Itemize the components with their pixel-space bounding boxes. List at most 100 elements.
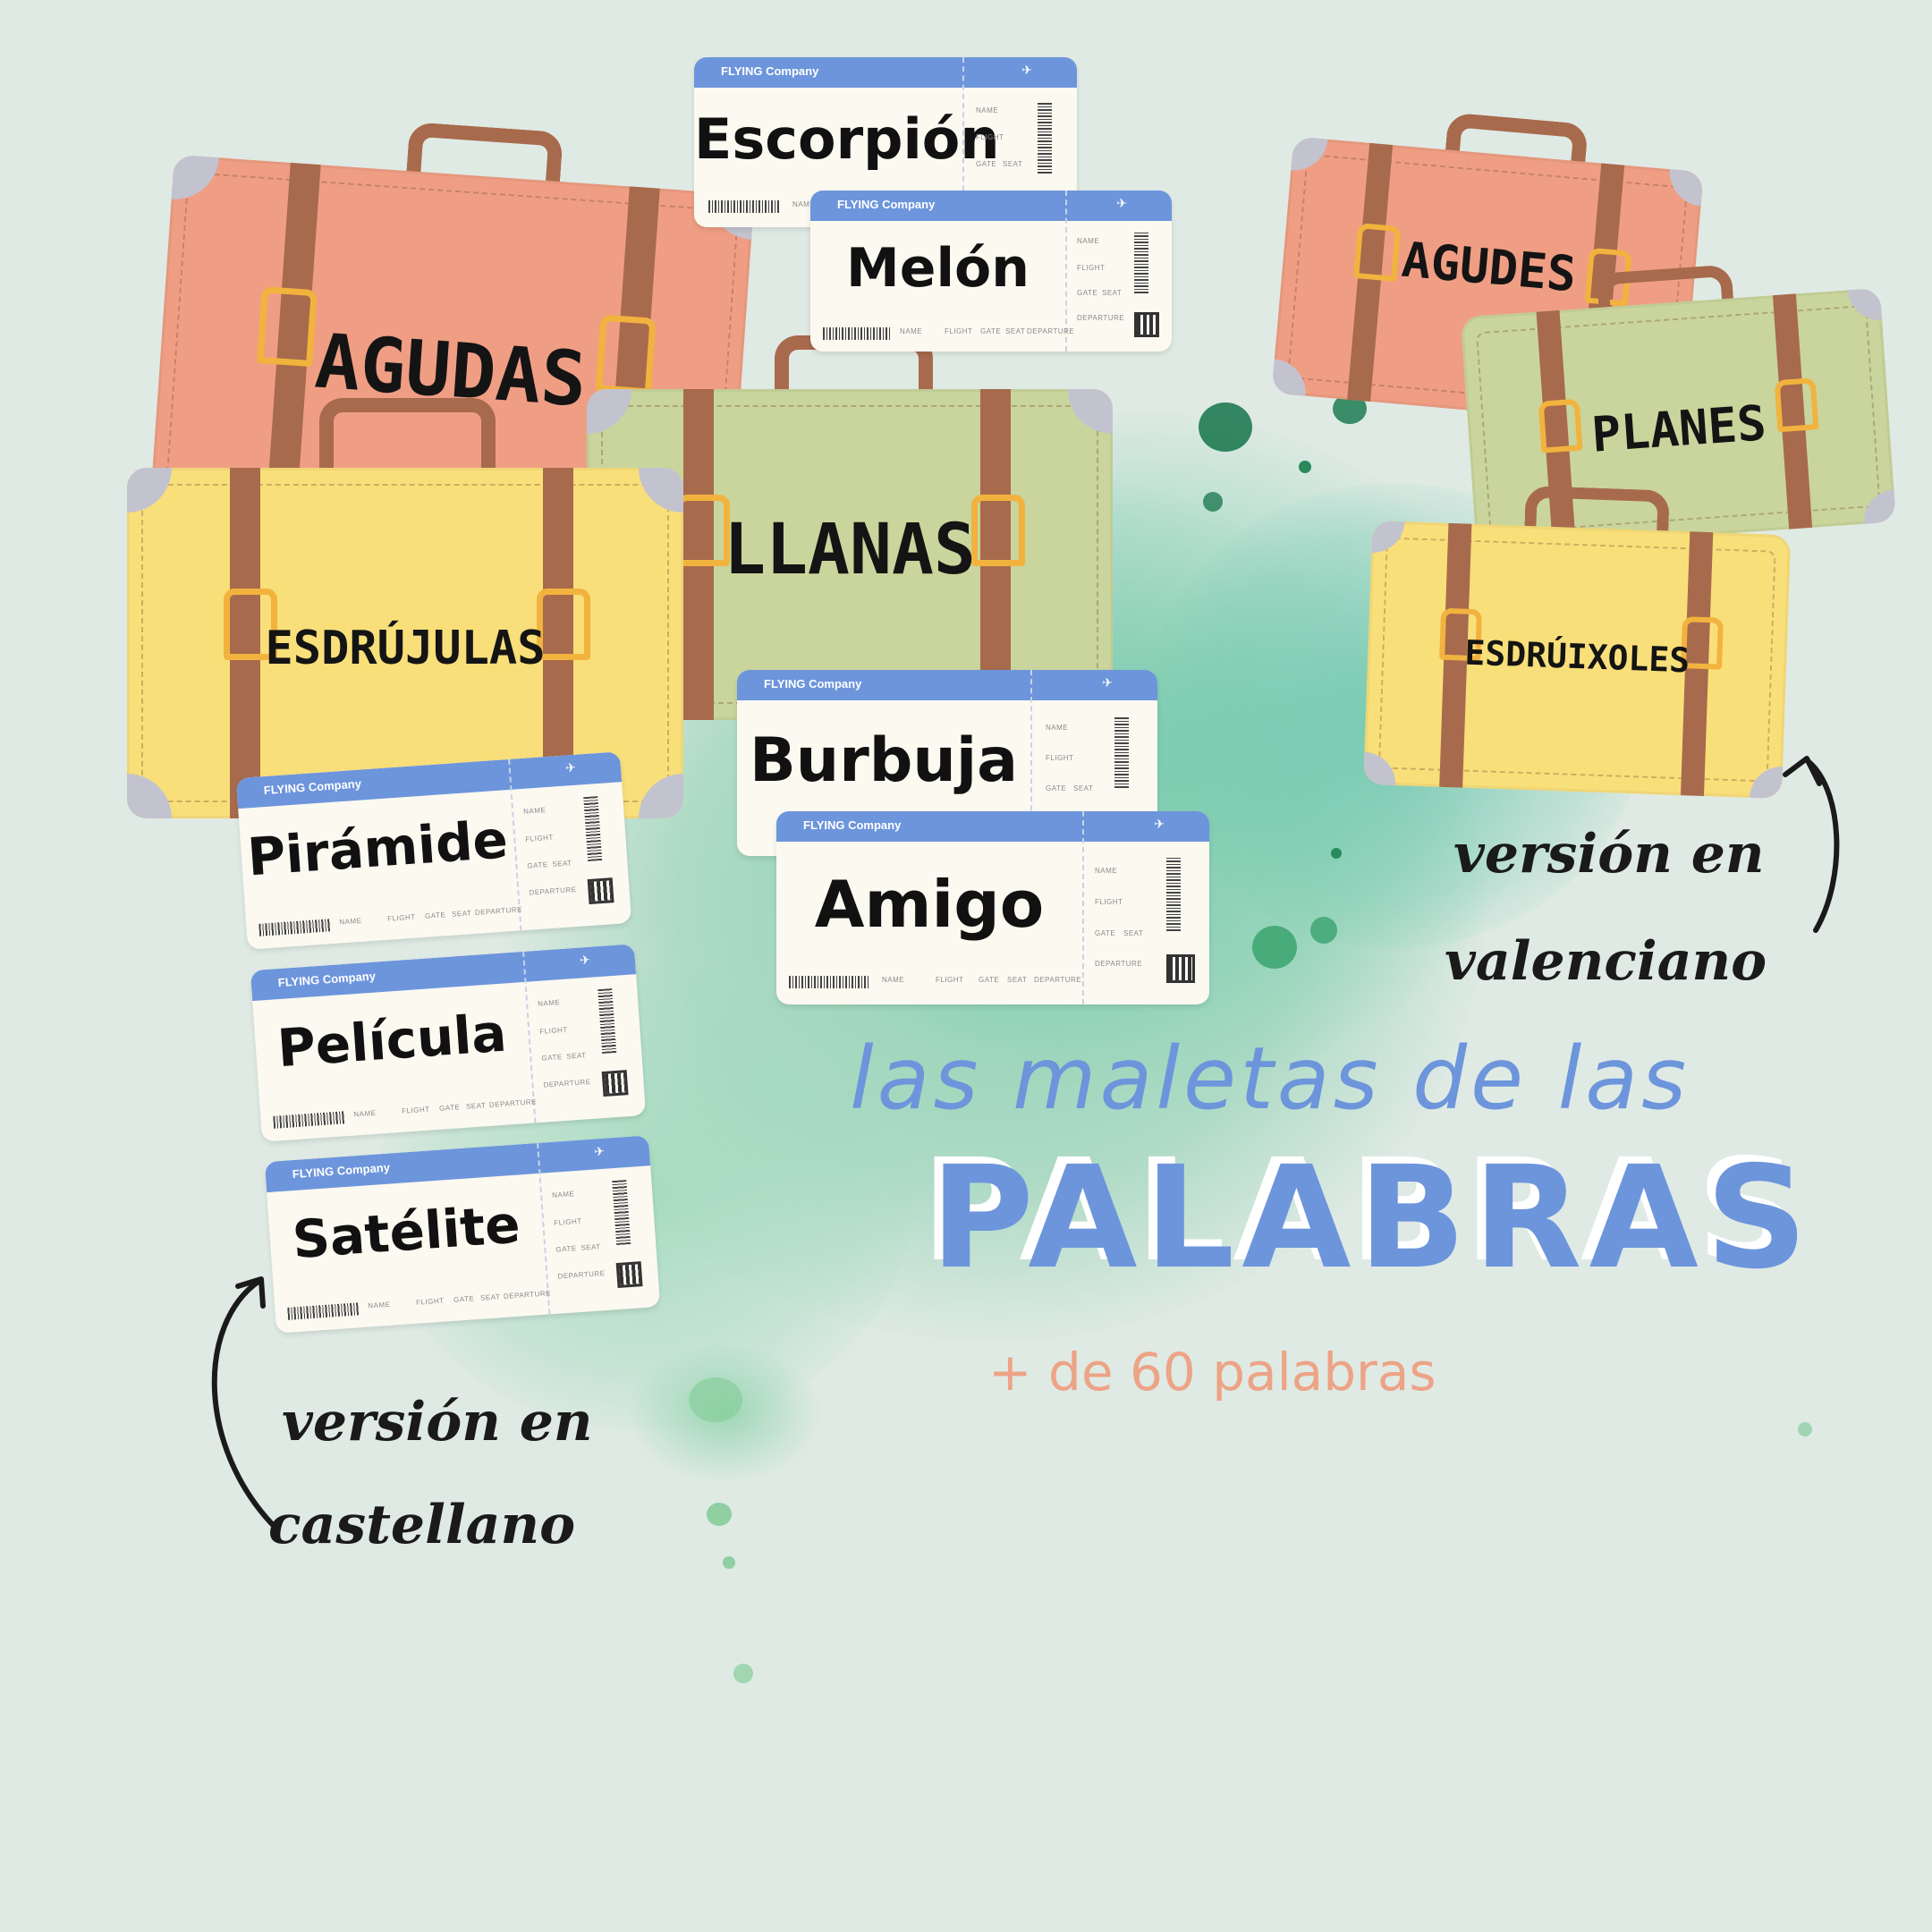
- ticket-seat-label: SEAT: [1102, 289, 1123, 297]
- buckle-icon: [537, 589, 590, 660]
- qr-code-icon: [601, 1070, 629, 1097]
- ticket-header: FLYING Company ✈: [694, 57, 1077, 88]
- ticket-flight-label: FLIGHT: [401, 1105, 430, 1115]
- title-line1: las maletas de las: [850, 1029, 1690, 1129]
- barcode-icon: [1038, 102, 1052, 174]
- ticket-gate-label: GATE: [555, 1244, 577, 1254]
- ticket-name-label: NAME: [792, 200, 816, 208]
- ticket-name-label: NAME: [882, 976, 905, 984]
- ticket-gate-label: GATE: [527, 860, 548, 870]
- ticket-piramide: FLYING Company ✈ Pirámide NAME FLIGHT GA…: [235, 751, 632, 950]
- ticket-word: Amigo: [814, 867, 1045, 942]
- qr-code-icon: [1166, 954, 1195, 983]
- ticket-gate-label: GATE: [1095, 929, 1116, 937]
- ticket-departure-label: DEPARTURE: [1027, 327, 1075, 335]
- ticket-header: FLYING Company ✈: [810, 191, 1172, 221]
- suitcase-body: ESDRÚIXOLES: [1363, 520, 1792, 800]
- ticket-header: FLYING Company ✈: [737, 670, 1157, 700]
- ticket-seat-label: SEAT: [465, 1101, 487, 1111]
- suitcase-strap: [980, 389, 1011, 720]
- ticket-name-label: NAME: [551, 1190, 575, 1199]
- ticket-flight-label: FLIGHT: [1046, 754, 1074, 762]
- plane-icon: ✈: [579, 953, 591, 969]
- ticket-brand: FLYING Company: [263, 776, 362, 798]
- ticket-departure-label: DEPARTURE: [1034, 976, 1082, 984]
- barcode-icon: [1166, 858, 1181, 931]
- annotation-castellano-line1: versión en: [282, 1391, 593, 1453]
- ticket-gate-label: GATE: [980, 327, 1002, 335]
- ticket-melon: FLYING Company ✈ Melón NAME FLIGHT GATE …: [810, 191, 1172, 352]
- suitcase-esdruixoles: ESDRÚIXOLES: [1363, 480, 1792, 800]
- qr-code-icon: [587, 877, 614, 905]
- ticket-gate-label: GATE: [1077, 289, 1098, 297]
- barcode-icon: [708, 200, 780, 213]
- ticket-seat-label: SEAT: [451, 909, 472, 919]
- ticket-name-label: NAME: [537, 998, 561, 1008]
- title-line2: PALABRAS: [930, 1136, 1815, 1301]
- ticket-seat-label: SEAT: [580, 1242, 601, 1252]
- ticket-seat-label: SEAT: [1005, 327, 1026, 335]
- curved-arrow-icon: [211, 1276, 280, 1532]
- ticket-gate-label: GATE: [1046, 784, 1067, 792]
- ticket-brand: FLYING Company: [764, 677, 862, 691]
- buckle-icon: [971, 495, 1025, 566]
- ticket-brand: FLYING Company: [837, 198, 936, 211]
- ticket-brand: FLYING Company: [277, 969, 377, 990]
- ticket-gate-label: GATE: [979, 976, 1000, 984]
- ticket-name-label: NAME: [976, 106, 999, 114]
- plane-icon: ✈: [564, 760, 577, 776]
- ticket-word: Pirámide: [245, 809, 510, 888]
- barcode-icon: [612, 1180, 631, 1246]
- ticket-flight-label: FLIGHT: [1095, 898, 1123, 906]
- subtitle: + de 60 palabras: [988, 1342, 1436, 1402]
- ticket-flight-label: FLIGHT: [945, 327, 973, 335]
- ticket-flight-label: FLIGHT: [525, 833, 555, 843]
- ticket-seat-label: SEAT: [1073, 784, 1094, 792]
- ticket-gate-label: GATE: [541, 1053, 563, 1063]
- ticket-flight-label: FLIGHT: [539, 1025, 569, 1036]
- ticket-name-label: NAME: [1095, 867, 1118, 875]
- buckle-icon: [224, 589, 277, 660]
- ticket-word: Burbuja: [749, 725, 1019, 796]
- ticket-name-label: NAME: [1046, 724, 1069, 732]
- ticket-word: Escorpión: [694, 106, 1000, 172]
- barcode-icon: [583, 796, 603, 862]
- ticket-satelite: FLYING Company ✈ Satélite NAME FLIGHT GA…: [264, 1135, 661, 1334]
- ticket-seat-label: SEAT: [566, 1051, 587, 1061]
- barcode-icon: [1114, 716, 1129, 788]
- barcode-icon: [258, 919, 332, 936]
- ticket-name-label: NAME: [522, 806, 547, 816]
- qr-code-icon: [615, 1261, 643, 1289]
- barcode-icon: [823, 327, 891, 340]
- ticket-header: FLYING Company ✈: [776, 811, 1209, 842]
- ticket-gate-label: GATE: [424, 911, 446, 920]
- ticket-gate-label: GATE: [438, 1103, 461, 1113]
- ticket-seat-label: SEAT: [1123, 929, 1144, 937]
- ticket-seat-label: SEAT: [1003, 160, 1023, 168]
- ticket-flight-label: FLIGHT: [976, 133, 1004, 141]
- ticket-word: Melón: [846, 237, 1030, 300]
- ticket-word: Satélite: [290, 1193, 522, 1271]
- ticket-departure-label: DEPARTURE: [529, 885, 577, 897]
- annotation-valenciano-line2: valenciano: [1445, 930, 1767, 993]
- plane-icon: ✈: [1154, 818, 1165, 832]
- barcode-icon: [287, 1302, 360, 1320]
- ticket-flight-label: FLIGHT: [415, 1296, 445, 1307]
- barcode-icon: [597, 988, 617, 1055]
- annotation-valenciano-line1: versión en: [1453, 823, 1765, 886]
- ticket-departure-label: DEPARTURE: [503, 1289, 552, 1301]
- ticket-name-label: NAME: [339, 916, 362, 927]
- ticket-flight-label: FLIGHT: [936, 976, 964, 984]
- suitcase-handle: [319, 398, 496, 479]
- ticket-flight-label: FLIGHT: [554, 1216, 583, 1227]
- barcode-icon: [273, 1111, 346, 1129]
- ticket-seat-label: SEAT: [552, 859, 572, 869]
- qr-code-icon: [1134, 312, 1159, 337]
- barcode-icon: [1134, 231, 1148, 293]
- plane-icon: ✈: [1021, 64, 1032, 78]
- ticket-amigo: FLYING Company ✈ Amigo NAME FLIGHT GATE …: [776, 811, 1209, 1004]
- ticket-flight-label: FLIGHT: [386, 912, 416, 923]
- ticket-departure-label: DEPARTURE: [488, 1097, 538, 1109]
- ticket-departure-label: DEPARTURE: [543, 1077, 591, 1089]
